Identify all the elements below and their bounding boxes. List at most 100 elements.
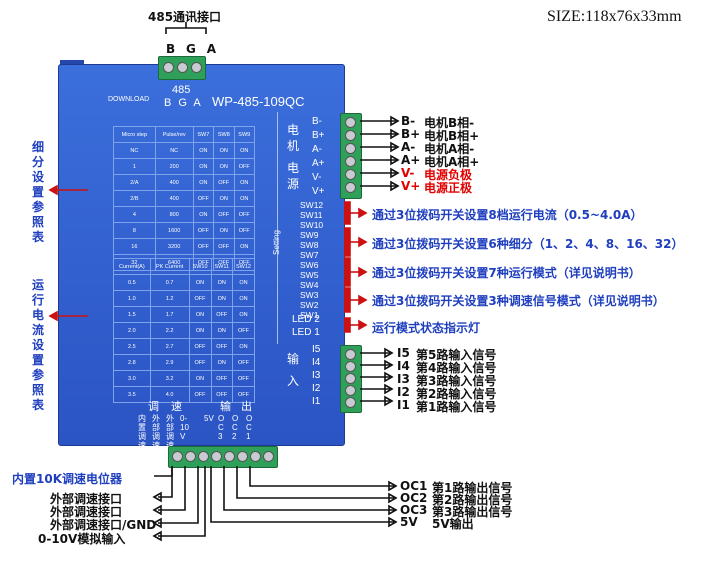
arrow-head-icon <box>384 395 394 407</box>
speed-group-label: 调速 <box>148 401 194 413</box>
speed-terminal-label: 外部调速 <box>152 414 160 450</box>
speed-callout-line <box>158 466 199 524</box>
current-cell: OFF <box>231 386 256 403</box>
output-callout-line <box>249 466 394 487</box>
screw-icon <box>345 373 356 384</box>
arrow-head-icon <box>358 294 368 306</box>
arrow-head-icon <box>390 115 400 127</box>
port-pins: B G A <box>164 97 203 109</box>
terminal-label-A-: A- <box>312 144 322 155</box>
led-label: LED 2 <box>292 314 320 325</box>
output-terminal-term: 5V <box>400 515 418 529</box>
switch-note: 通过3位拨码开关设置7种运行模式（详见说明书） <box>372 266 641 280</box>
input-group-label: 输入 <box>287 352 300 388</box>
power-terminal-desc: 电源负极 <box>424 168 473 182</box>
terminal-label-panel <box>277 112 336 344</box>
screw-icon <box>177 62 188 73</box>
input-terminal-desc: 第1路输入信号 <box>416 400 497 414</box>
terminal-label-B-: B- <box>312 116 322 127</box>
screw-icon <box>198 451 209 462</box>
arrow-head-icon <box>388 504 398 516</box>
switch-label-sw10: SW10 <box>300 220 324 230</box>
speed-terminal-label: 0-10V <box>180 414 189 441</box>
speed-interface-label: 外部调速接口 <box>50 505 123 519</box>
screw-icon <box>345 117 356 128</box>
motor-terminal-desc: 电机B相+ <box>424 129 480 143</box>
motor-group-label: 电机 <box>287 123 300 153</box>
current-cell: OFF <box>210 338 233 355</box>
arrow-head-icon <box>390 180 400 192</box>
screw-icon <box>224 451 235 462</box>
input-terminal-term: I5 <box>397 346 410 360</box>
bottom-connector <box>168 446 278 468</box>
current-table-label: 运行电流设置参照表 <box>31 278 44 412</box>
output-callout-line <box>236 466 394 499</box>
input-terminal-desc: 第2路输入信号 <box>416 387 497 401</box>
screw-icon <box>191 62 202 73</box>
arrow-head-icon <box>390 128 400 140</box>
switch-bracket-line <box>344 227 351 257</box>
potentiometer-label: 内置10K调速电位器 <box>12 472 122 486</box>
input-terminal-desc: 第4路输入信号 <box>416 361 497 375</box>
arrow-head-icon <box>388 480 398 492</box>
switch-label-sw2: SW2 <box>300 300 319 310</box>
led-label: LED 1 <box>292 327 320 338</box>
output-terminal-term: OC1 <box>400 479 428 493</box>
arrow-head-icon <box>152 491 162 503</box>
switch-note: 通过3位拨码开关设置3种调速信号模式（详见说明书） <box>372 294 665 308</box>
speed-terminal-label: 内置调速 <box>138 414 146 450</box>
switch-bracket-line <box>344 287 351 313</box>
output-terminal-label: 5V <box>204 414 214 423</box>
arrow-head-icon <box>388 492 398 504</box>
download-label: DOWNLOAD <box>108 96 150 103</box>
output-terminal-desc: 5V输出 <box>432 517 474 531</box>
switch-bracket-line <box>344 257 351 287</box>
speed-interface-label: 0-10V模拟输入 <box>38 532 126 546</box>
arrow-head-icon <box>390 141 400 153</box>
arrow-head-icon <box>384 359 394 371</box>
led-bracket-line <box>344 317 351 333</box>
input-terminal-term: I3 <box>397 372 410 386</box>
screw-icon <box>345 130 356 141</box>
screw-icon <box>172 451 183 462</box>
microstep-cell: ON <box>233 238 256 255</box>
current-cell: OFF <box>210 386 233 403</box>
terminal-label-A+: A+ <box>312 158 325 169</box>
screw-icon <box>263 451 274 462</box>
top-connector-pins: B G A <box>166 42 216 56</box>
port-number: 485 <box>172 84 191 96</box>
speed-callout-line <box>158 466 173 498</box>
speed-interface-label: 外部调速接口/GND <box>50 518 157 532</box>
model-number: WP-485-109QC <box>212 94 305 109</box>
terminal-label-B+: B+ <box>312 130 325 141</box>
arrow-head-icon <box>388 516 398 528</box>
screw-icon <box>345 361 356 372</box>
speed-callout-line <box>158 466 206 537</box>
screw-icon <box>345 349 356 360</box>
switch-label-sw8: SW8 <box>300 240 319 250</box>
switch-label-sw9: SW9 <box>300 230 319 240</box>
motor-terminal-term: B+ <box>401 127 421 141</box>
output-terminal-label: OC3 <box>218 414 225 441</box>
output-callout-line <box>223 466 394 511</box>
switch-label-sw1: SW1 <box>300 310 319 320</box>
arrow-head-icon <box>358 207 368 219</box>
output-terminal-label: OC2 <box>232 414 239 441</box>
output-group-label: 输出 <box>220 401 262 413</box>
speed-callout-line <box>158 466 186 511</box>
output-terminal-desc: 第1路输出信号 <box>432 481 513 495</box>
input-terminal-term: I2 <box>397 385 410 399</box>
switch-note: 运行模式状态指示灯 <box>372 321 481 335</box>
screw-icon <box>163 62 174 73</box>
arrow-head-icon <box>390 167 400 179</box>
screw-icon <box>345 169 356 180</box>
arrow-head-icon <box>152 504 162 516</box>
